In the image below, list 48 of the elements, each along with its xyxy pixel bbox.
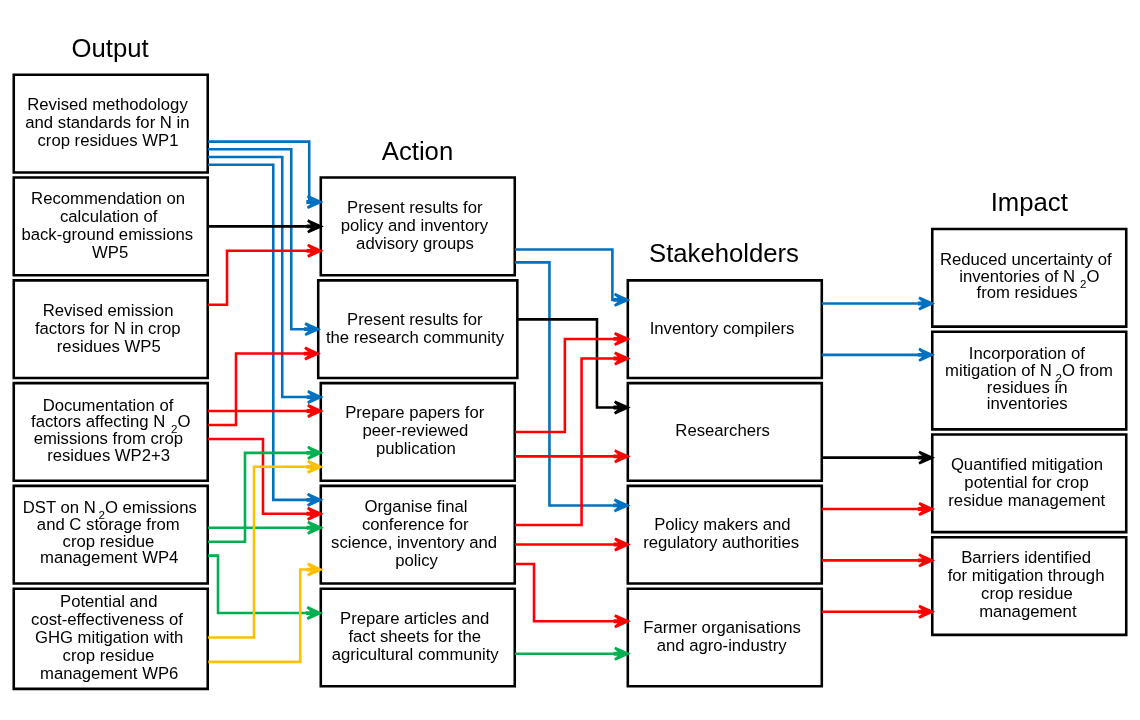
- arrow: [514, 537, 630, 552]
- node-box: Prepare papers for peer-reviewed publication: [319, 381, 517, 483]
- node-box: Barriers identified for mitigation through crop residue management: [930, 536, 1128, 637]
- arrow: [514, 261, 629, 513]
- arrow: [821, 501, 934, 517]
- arrow: [517, 318, 629, 415]
- arrow: [207, 403, 322, 419]
- node-box: Quantified mitigation potential for crop residue management: [930, 433, 1128, 534]
- node-box: Revised methodology and standards for N in crop residues WP1: [12, 73, 210, 174]
- arrow: [515, 331, 629, 434]
- label: Impact: [990, 187, 1068, 216]
- node-box: DST on N$_{2}$O emissions and C storage from crop residue management WP4: [12, 484, 210, 585]
- arrow: [821, 604, 934, 619]
- node-box: Recommendation on calculation of back-ground emissions WP5: [12, 176, 210, 277]
- arrow: [515, 248, 629, 307]
- label: Action: [381, 136, 454, 165]
- arrow: [208, 437, 322, 521]
- node-box: Documentation of factors affecting N$_{2}$O emissions from crop residues WP2+3: [12, 381, 210, 483]
- node-box: Researchers: [626, 381, 824, 483]
- arrow: [514, 562, 629, 629]
- arrow: [514, 351, 629, 527]
- node-box: Present results for policy and inventory advisory groups: [319, 176, 517, 277]
- arrow: [207, 445, 323, 543]
- arrow: [207, 459, 322, 639]
- node-box: Policy makers and regulatory authorities: [626, 484, 824, 585]
- arrow: [514, 646, 630, 661]
- arrow: [208, 163, 322, 507]
- node-box: Farmer organisations and agro-industry: [626, 587, 824, 688]
- node-box: Organise final conference for science, inventory and policy: [319, 484, 517, 585]
- node-box: Potential and cost-effectiveness of GHG mitigation with crop residue management WP6: [12, 587, 210, 691]
- label: Output: [71, 33, 149, 62]
- arrow: [207, 520, 322, 535]
- node-box: Revised emission factors for N in crop residues WP5: [12, 279, 210, 380]
- arrow: [821, 553, 934, 568]
- arrow: [514, 449, 630, 464]
- arrow: [208, 155, 322, 405]
- node-box: Inventory compilers: [626, 279, 824, 380]
- node-box: Present results for the research community: [316, 279, 519, 380]
- arrow: [208, 140, 322, 210]
- arrow: [821, 296, 934, 311]
- label: Stakeholders: [649, 239, 799, 268]
- arrow: [207, 219, 322, 234]
- arrow: [821, 347, 934, 362]
- arrow: [208, 554, 322, 621]
- arrow: [208, 562, 322, 664]
- arrow: [821, 450, 934, 465]
- node-box: Prepare articles and fact sheets for the agricultural community: [319, 587, 517, 688]
- node-box: Reduced uncertainty of inventories of N$_{2}$O from residues: [930, 227, 1128, 328]
